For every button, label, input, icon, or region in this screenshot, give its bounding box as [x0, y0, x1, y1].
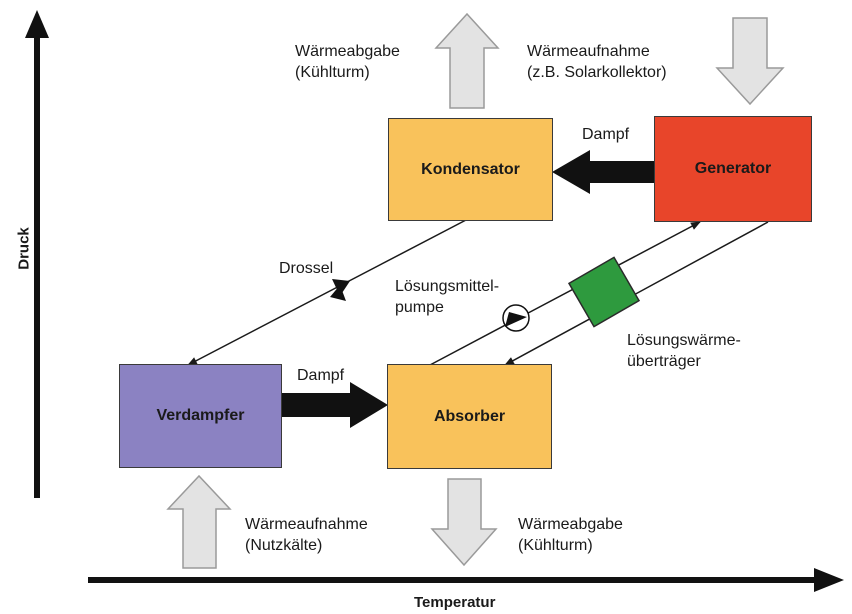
absorber-label: Absorber: [433, 407, 506, 425]
generator-label: Generator: [694, 160, 772, 177]
heat-in-bottom-label: Wärmeaufnahme (Nutzkälte): [245, 516, 368, 554]
solution-line-absorber-to-generator: [429, 221, 701, 366]
vapor-arrow-evaporator-to-absorber: [282, 382, 388, 428]
y-axis-label: Druck: [15, 227, 33, 270]
pump-label: Lösungsmittel- pumpe: [395, 278, 500, 316]
solution-pump-icon: [502, 304, 530, 332]
heat-in-bottom-arrow: [166, 474, 232, 569]
generator-box: Generator: [654, 116, 812, 222]
absorber-box: Absorber: [387, 364, 552, 469]
vapor-label-top: Dampf: [582, 126, 630, 143]
kondensator-box: Kondensator: [388, 118, 553, 221]
pressure-axis: [25, 10, 49, 498]
kondensator-label: Kondensator: [421, 160, 520, 178]
temperature-axis: [88, 568, 844, 592]
verdampfer-label: Verdampfer: [156, 407, 245, 424]
vapor-arrow-generator-to-condenser: [552, 150, 655, 194]
x-axis-label: Temperatur: [414, 594, 496, 611]
solution-heat-exchanger: [567, 256, 641, 328]
heat-out-bottom-arrow: [430, 478, 498, 567]
heat-in-top-label: Wärmeaufnahme (z.B. Solarkollektor): [527, 43, 667, 81]
throttle-valve-icon: [330, 279, 350, 301]
vapor-label-bottom: Dampf: [297, 367, 345, 384]
verdampfer-box: Verdampfer: [119, 364, 282, 468]
heat-out-top-label: Wärmeabgabe (Kühlturm): [295, 43, 400, 81]
refrigerant-line-condenser-to-evaporator: [187, 219, 467, 366]
solution-line-generator-to-absorber: [504, 221, 769, 366]
heat-out-top-arrow: [434, 12, 500, 109]
throttle-label: Drossel: [279, 260, 334, 277]
heat-exchanger-label: Lösungswärme- überträger: [627, 332, 741, 370]
heat-out-bottom-label: Wärmeabgabe (Kühlturm): [518, 516, 623, 554]
heat-in-top-arrow: [715, 17, 785, 106]
